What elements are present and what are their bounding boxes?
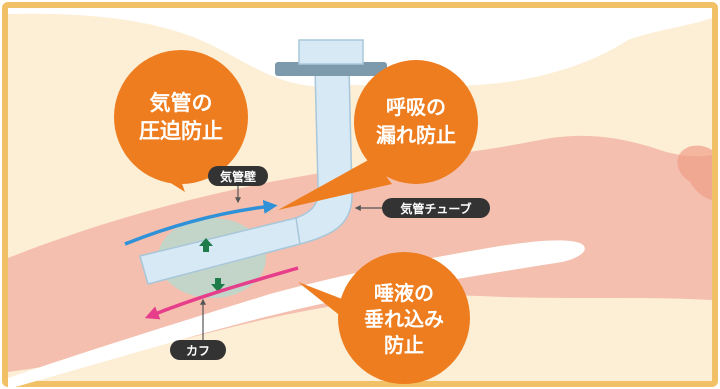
leak-line-2: 漏れ防止 [376, 123, 456, 147]
label-cuff: カフ [170, 298, 226, 360]
callout-leak: 呼吸の 漏れ防止 [278, 60, 478, 210]
saliva-line-2: 垂れ込み [364, 307, 444, 331]
callout-saliva: 唾液の 垂れ込み 防止 [298, 252, 470, 384]
cuff-text: カフ [186, 344, 210, 358]
leak-line-1: 呼吸の [386, 95, 446, 119]
compression-line-2: 圧迫防止 [139, 119, 223, 143]
cuff-arrow-up [199, 238, 213, 252]
callout-compression: 気管の 圧迫防止 [114, 50, 248, 192]
airflow-arrow [124, 200, 278, 246]
saliva-arrow [144, 266, 299, 320]
tube-connector [298, 39, 364, 65]
compression-line-1: 気管の [150, 91, 213, 115]
tracheal-tissue [8, 135, 712, 372]
tissue-fold [677, 145, 712, 200]
label-tracheal-tube: 気管チューブ [354, 198, 490, 218]
tube-over-cuff [139, 217, 301, 285]
cuff-arrow-down [211, 278, 225, 292]
tracheal-tube-text: 気管チューブ [400, 201, 471, 216]
saliva-line-1: 唾液の [374, 281, 434, 305]
tube-flange [275, 62, 387, 76]
saliva-line-3: 防止 [384, 333, 424, 357]
label-tracheal-wall: 気管壁 [208, 166, 268, 204]
tracheal-wall-text: 気管壁 [220, 169, 256, 184]
